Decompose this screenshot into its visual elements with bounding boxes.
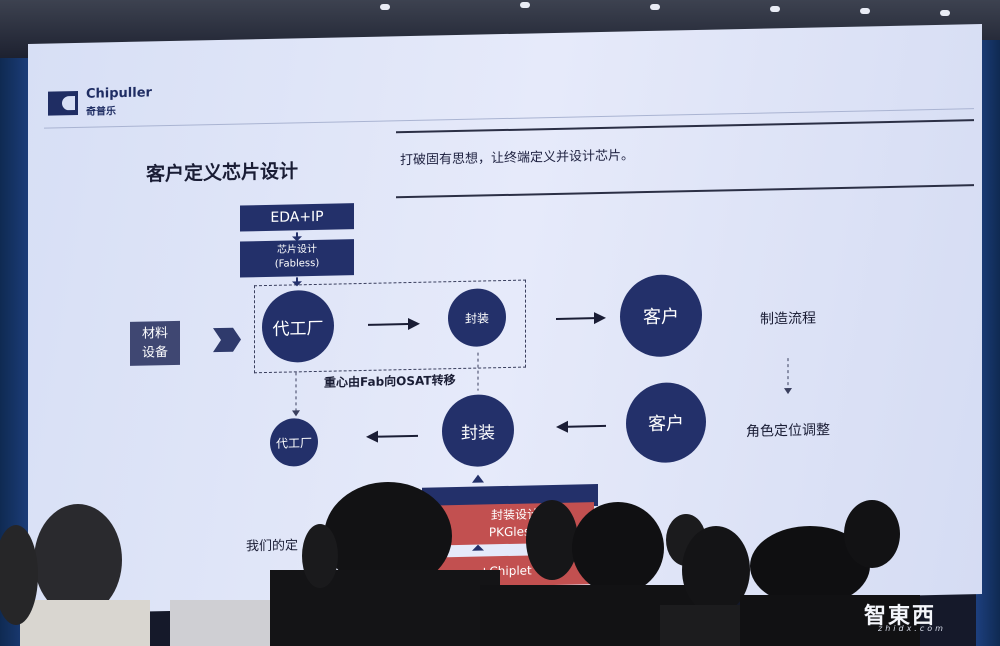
audience-head [844, 500, 900, 568]
ceiling-light [650, 4, 660, 10]
audience-shoulders [20, 600, 150, 646]
ceiling-light [860, 8, 870, 14]
dashed-down-arrow-icon [292, 410, 300, 417]
down-arrow-icon [292, 281, 302, 287]
chair-back [170, 600, 270, 646]
audience-shoulders [270, 570, 500, 646]
audience-shoulders [740, 595, 920, 646]
chevron-right-icon [213, 327, 241, 353]
projector-screen: Chipuller 奇普乐 客户定义芯片设计 打破固有思想，让终端定义并设计芯片… [28, 24, 982, 615]
up-arrow-icon [472, 474, 484, 483]
audience-head [526, 500, 578, 580]
left-arrow-icon [556, 420, 568, 433]
right-arrow-icon [556, 317, 594, 320]
up-arrow-icon [472, 544, 484, 551]
ceiling-light [940, 10, 950, 16]
audience-head [572, 502, 664, 594]
audience-head [0, 525, 38, 625]
audience-head [324, 482, 452, 590]
ceiling-light [770, 6, 780, 12]
dashed-down-arrow-icon [784, 387, 792, 395]
watermark-en: zhidx.com [878, 624, 946, 633]
audience-head [302, 524, 338, 588]
watermark-cn: 智東西 [864, 604, 937, 629]
left-arrow-icon [366, 430, 378, 443]
audience-head [34, 504, 122, 616]
audience-head [750, 526, 870, 606]
right-arrow-icon [368, 323, 408, 326]
diagram-arrows [213, 232, 792, 551]
left-arrow-icon [378, 434, 418, 438]
audience-head [682, 526, 750, 614]
down-arrow-icon [292, 236, 302, 242]
watermark: 智東西 zhidx.com [860, 598, 986, 633]
ceiling-light [520, 2, 530, 8]
right-arrow-icon [408, 318, 420, 331]
ceiling-light [380, 4, 390, 10]
right-arrow-icon [594, 312, 606, 325]
left-arrow-icon [568, 424, 606, 428]
